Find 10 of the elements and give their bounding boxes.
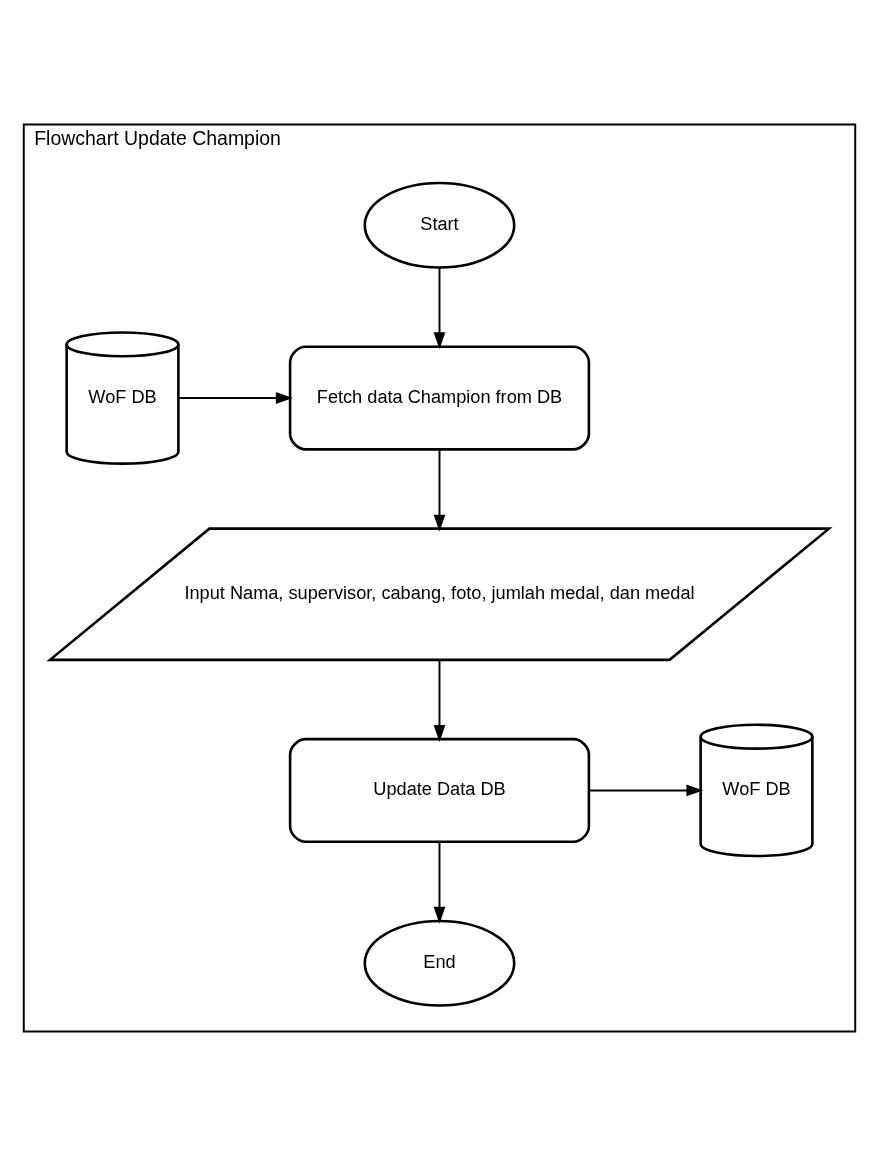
arrow [433, 840, 446, 924]
node-box: Update Data DB [288, 737, 591, 844]
node-ellipse: Start [363, 181, 516, 269]
arrow [588, 784, 704, 797]
arrow [177, 392, 293, 404]
arrow [433, 659, 446, 742]
node-box: Fetch data Champion from DB [288, 345, 591, 451]
arrow [433, 266, 446, 350]
node-ellipse: End [363, 919, 516, 1007]
arrow [433, 448, 446, 532]
